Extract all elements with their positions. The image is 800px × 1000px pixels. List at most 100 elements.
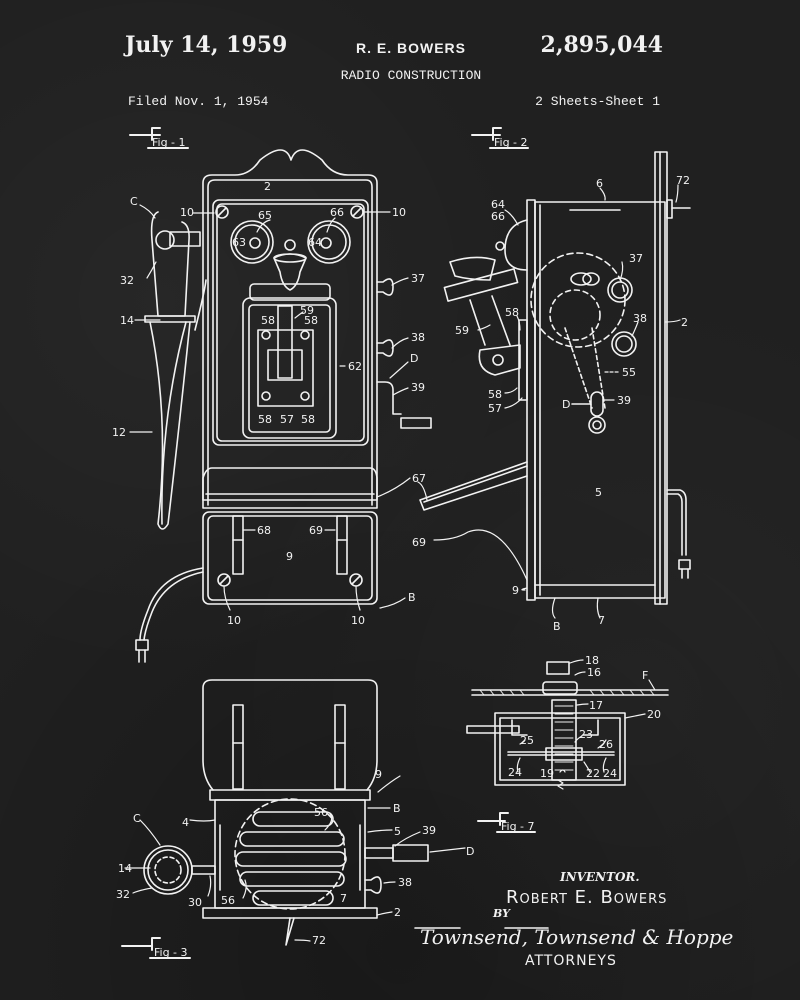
ref-fig1-58c: 58	[258, 413, 272, 426]
ref-fig1-57: 57	[280, 413, 294, 426]
figure-1: Fig - 1	[112, 127, 432, 663]
ref-fig7-17: 17	[589, 699, 603, 712]
fig3-leaders	[124, 775, 466, 942]
ref-fig1-68: 68	[257, 524, 271, 537]
fig1-leaders	[129, 204, 411, 611]
ref-fig3-7: 7	[340, 892, 347, 905]
ref-fig2-5: 5	[595, 486, 602, 499]
ref-fig2-58b: 58	[488, 388, 502, 401]
ref-fig3-2: 2	[394, 906, 401, 919]
figure-3-label-mark	[121, 937, 191, 959]
ref-fig7-26: 26	[599, 738, 613, 751]
ref-fig3-56a: 56	[314, 806, 328, 819]
ref-fig2-2: 2	[681, 316, 688, 329]
ref-fig2-b: B	[553, 620, 561, 633]
ref-fig3-38: 38	[398, 876, 412, 889]
ref-fig1-10c: 10	[227, 614, 241, 627]
ref-fig1-67: 67	[412, 472, 426, 485]
fig1-receiver	[144, 211, 207, 530]
fig1-cabinet	[135, 149, 432, 663]
ref-fig3-9: 9	[375, 768, 382, 781]
inventor-name: Robert E. Bowers	[506, 887, 668, 908]
inventor-header: R. E. BOWERS	[355, 40, 466, 56]
ref-fig1-9: 9	[286, 550, 293, 563]
ref-fig7-24b: 24	[603, 767, 617, 780]
ref-fig2-58a: 58	[505, 306, 519, 319]
figure-2: Fig - 2	[412, 127, 691, 633]
ref-fig7-19: 19	[540, 767, 554, 780]
ref-fig7-22: 22	[586, 767, 600, 780]
ref-fig1-69: 69	[309, 524, 323, 537]
ref-fig3-72: 72	[312, 934, 326, 947]
ref-fig3-14: 14	[118, 862, 132, 875]
ref-fig3-39: 39	[422, 824, 436, 837]
ref-fig1-65: 65	[258, 209, 272, 222]
ref-fig1-58b: 58	[304, 314, 318, 327]
ref-fig7-f: F	[642, 669, 648, 682]
ref-fig2-6: 6	[596, 177, 603, 190]
ref-fig1-12: 12	[112, 426, 126, 439]
ref-fig1-2: 2	[264, 180, 271, 193]
filed-date: Filed Nov. 1, 1954	[128, 94, 269, 109]
ref-fig1-63: 63	[232, 236, 246, 249]
ref-fig2-37: 37	[629, 252, 643, 265]
ref-fig1-66: 66	[330, 206, 344, 219]
ref-fig7-24a: 24	[508, 766, 522, 779]
ref-fig2-55: 55	[622, 366, 636, 379]
ref-fig3-32: 32	[116, 888, 130, 901]
ref-fig1-58a: 58	[261, 314, 275, 327]
figure-7-label: Fig - 7	[501, 820, 535, 833]
ref-fig3-b: B	[393, 802, 401, 815]
patent-number: 2,895,044	[540, 32, 663, 58]
ref-fig3-30: 30	[188, 896, 202, 909]
ref-fig2-66: 66	[491, 210, 505, 223]
ref-fig3-4: 4	[182, 816, 189, 829]
attorneys-caption: ATTORNEYS	[525, 953, 617, 969]
ref-fig2-72: 72	[676, 174, 690, 187]
ref-fig1-64: 64	[308, 236, 322, 249]
patent-title: RADIO CONSTRUCTION	[340, 68, 482, 83]
figure-7-label-mark	[477, 812, 536, 833]
ref-fig1-39: 39	[411, 381, 425, 394]
figure-7: 18 16 F 17 20 25 23 26 24 19 22 24 Fig -…	[466, 654, 669, 833]
fig2-leaders	[417, 184, 681, 619]
ref-fig2-39: 39	[617, 394, 631, 407]
figure-3-label: Fig - 3	[154, 946, 188, 959]
ref-fig7-25: 25	[520, 734, 534, 747]
figure-3: 9 C 4 56 B 5 39 D 14 32 30 56 7 38 2 72 …	[116, 679, 474, 959]
ref-fig1-10a: 10	[180, 206, 194, 219]
ref-fig2-64: 64	[491, 198, 505, 211]
ref-fig1-b: B	[408, 591, 416, 604]
ref-fig2-d: D	[562, 398, 570, 411]
ref-fig1-62: 62	[348, 360, 362, 373]
speaker-grille	[235, 811, 347, 906]
ref-fig2-57: 57	[488, 402, 502, 415]
ref-fig1-d: D	[410, 352, 418, 365]
ref-fig1-10d: 10	[351, 614, 365, 627]
attorneys-signature: Townsend, Townsend & Hoppe	[420, 925, 734, 949]
ref-fig1-38: 38	[411, 331, 425, 344]
ref-fig2-59: 59	[455, 324, 469, 337]
ref-fig3-5: 5	[394, 825, 401, 838]
by-label: BY	[493, 907, 510, 920]
figure-1-label-mark	[129, 127, 189, 149]
ref-fig7-20: 20	[647, 708, 661, 721]
ref-fig1-32: 32	[120, 274, 134, 287]
ref-fig7-18: 18	[585, 654, 599, 667]
ref-fig2-7: 7	[598, 614, 605, 627]
ref-fig2-38: 38	[633, 312, 647, 325]
ref-fig1-c: C	[130, 195, 138, 208]
ref-fig1-37: 37	[411, 272, 425, 285]
figure-2-label-mark	[471, 127, 529, 149]
patent-date: July 14, 1959	[125, 32, 288, 58]
ref-fig7-23: 23	[579, 728, 593, 741]
ref-fig1-59: 59	[300, 304, 314, 317]
ref-fig7-16: 16	[587, 666, 601, 679]
figure-1-label: Fig - 1	[152, 136, 186, 149]
ref-fig1-10b: 10	[392, 206, 406, 219]
fig2-cabinet	[419, 151, 691, 605]
ref-fig1-14: 14	[120, 314, 134, 327]
ref-fig1-58d: 58	[301, 413, 315, 426]
figure-2-label: Fig - 2	[494, 136, 528, 149]
